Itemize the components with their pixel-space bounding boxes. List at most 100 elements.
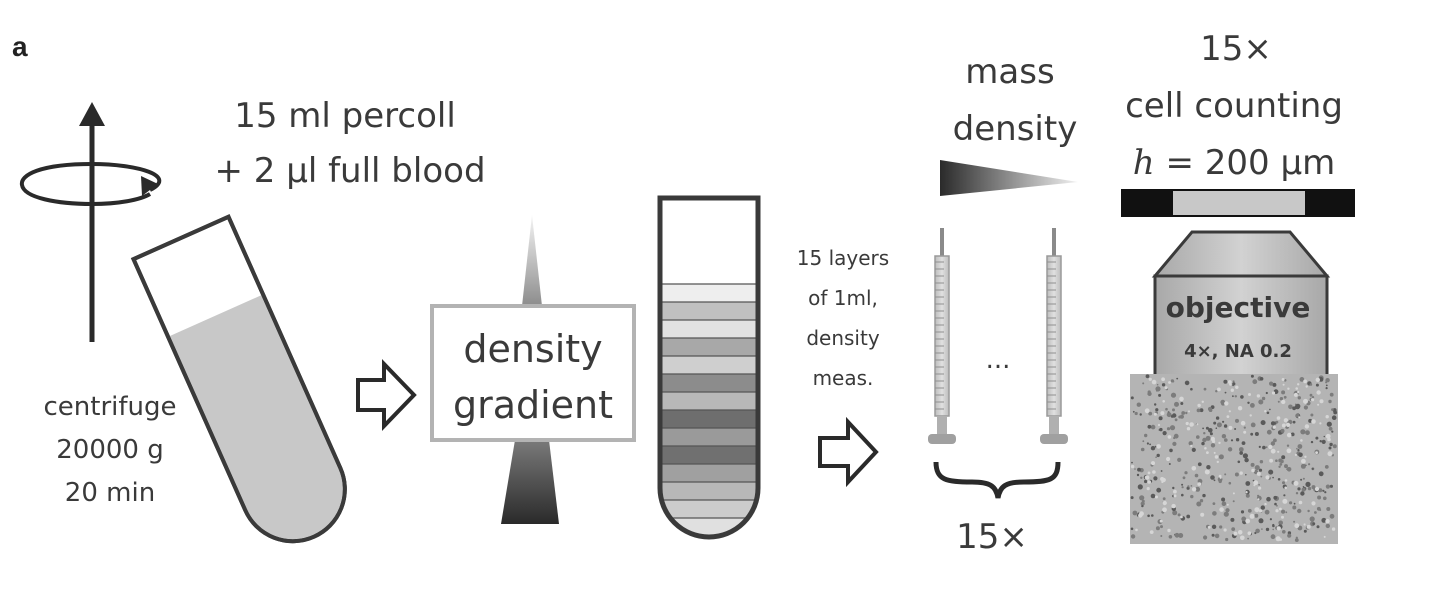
cell-highlight [1167, 435, 1172, 439]
cell-dot [1326, 507, 1331, 511]
cell-dot [1305, 430, 1310, 436]
cell-dot [1177, 457, 1182, 462]
cell-dot [1172, 408, 1175, 412]
cell-dot [1332, 444, 1337, 449]
cell-dot [1238, 447, 1244, 452]
cell-dot [1161, 383, 1166, 387]
cell-dot [1203, 432, 1206, 435]
cell-dot [1154, 403, 1157, 406]
cell-highlight [1265, 475, 1270, 480]
cell-dot [1211, 533, 1215, 537]
cell-dot [1281, 455, 1286, 460]
cell-dot [1159, 427, 1163, 432]
cell-highlight [1253, 484, 1256, 487]
cell-highlight [1245, 518, 1251, 524]
cell-highlight [1156, 444, 1161, 449]
cell-dot [1190, 485, 1193, 487]
cell-dot [1307, 509, 1310, 513]
cell-dot [1224, 391, 1227, 394]
tube-air-layer [660, 198, 758, 284]
cell-dot [1275, 459, 1278, 463]
cell-dot [1266, 496, 1271, 502]
syringe-needle [1052, 228, 1056, 258]
cell-dot [1234, 428, 1237, 430]
cell-dot [1284, 464, 1288, 469]
layers-note-line2: of 1ml, [808, 286, 878, 310]
cell-dot [1230, 439, 1234, 442]
cell-dot [1213, 421, 1217, 425]
cell-highlight [1305, 385, 1308, 388]
cell-dot [1155, 386, 1161, 392]
cell-dot [1328, 399, 1332, 404]
cell-dot [1254, 432, 1259, 436]
cell-dot [1166, 412, 1172, 418]
cell-dot [1240, 510, 1245, 514]
cell-dot [1272, 528, 1274, 531]
cell-highlight [1148, 377, 1152, 381]
cell-dot [1292, 420, 1296, 424]
height-variable: h [1133, 143, 1155, 183]
cell-dot [1272, 476, 1274, 479]
cell-dot [1250, 403, 1255, 408]
cell-dot [1260, 475, 1263, 478]
cell-highlight [1276, 526, 1281, 531]
cell-highlight [1301, 460, 1304, 463]
cell-dot [1220, 399, 1226, 405]
gradient-layer-tube [657, 195, 761, 540]
cell-dot [1228, 481, 1232, 485]
cell-highlight [1281, 378, 1285, 381]
cell-dot [1317, 495, 1322, 500]
height-value: = 200 µm [1155, 143, 1336, 183]
tube-density-band [660, 410, 758, 428]
cell-highlight [1283, 418, 1289, 423]
syringe-needle [940, 228, 944, 258]
cell-dot [1158, 429, 1161, 431]
cell-highlight [1160, 411, 1165, 416]
cell-highlight [1249, 513, 1255, 519]
cell-dot [1269, 381, 1274, 386]
cell-dot [1190, 494, 1194, 499]
cell-dot [1324, 491, 1327, 494]
cell-dot [1199, 408, 1204, 413]
cell-dot [1173, 433, 1179, 439]
syringe-flange [1040, 434, 1068, 444]
cell-dot [1134, 468, 1136, 470]
cell-dot [1201, 441, 1205, 446]
cell-dot [1254, 465, 1260, 471]
tube-density-band [660, 392, 758, 410]
cell-field-image [1130, 374, 1338, 544]
cell-dot [1186, 514, 1191, 519]
cell-dot [1289, 501, 1293, 505]
cell-dot [1221, 434, 1227, 439]
cell-highlight [1229, 383, 1232, 386]
cell-dot [1247, 508, 1252, 513]
cell-dot [1184, 471, 1188, 475]
cell-highlight [1173, 494, 1177, 498]
cell-dot [1325, 387, 1328, 390]
cell-dot [1174, 418, 1178, 422]
cell-dot [1297, 487, 1301, 491]
cell-highlight [1254, 507, 1260, 513]
cell-dot [1323, 496, 1327, 501]
cell-highlight [1248, 393, 1251, 396]
cell-dot [1219, 525, 1223, 529]
cell-dot [1156, 453, 1160, 458]
cell-dot [1269, 518, 1272, 521]
cell-dot [1195, 486, 1201, 492]
cell-dot [1165, 407, 1168, 411]
cell-dot [1156, 487, 1162, 493]
tube-density-band [660, 446, 758, 464]
mass-density-wedge [940, 160, 1078, 196]
cell-dot [1273, 438, 1277, 443]
cell-dot [1258, 399, 1264, 405]
cell-highlight [1293, 480, 1299, 486]
cell-highlight [1149, 530, 1154, 534]
cell-highlight [1245, 491, 1248, 494]
cell-dot [1245, 493, 1250, 498]
cell-dot [1330, 515, 1333, 518]
cell-dot [1245, 473, 1247, 476]
cell-highlight [1135, 528, 1138, 532]
cell-dot [1287, 533, 1292, 538]
cell-dot [1239, 451, 1243, 455]
